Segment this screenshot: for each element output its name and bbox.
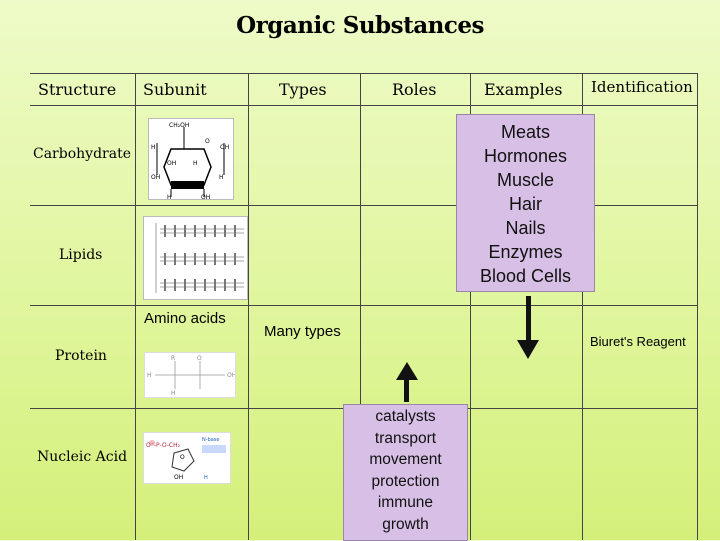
glucose-structure-image: CH₂OH O H OH OH H OH H H OH <box>148 118 234 200</box>
col-divider-1 <box>135 73 136 540</box>
row-divider-1 <box>30 205 698 206</box>
protein-identification: Biuret's Reagent <box>590 334 686 349</box>
protein-subunit: Amino acids <box>144 310 226 327</box>
svg-text:O: O <box>180 454 185 461</box>
list-item: transport <box>374 429 437 447</box>
svg-text:O: O <box>197 355 202 362</box>
list-item: growth <box>382 515 429 533</box>
svg-text:OH: OH <box>174 474 183 481</box>
row-label-lipids: Lipids <box>59 247 103 263</box>
row-label-protein: Protein <box>55 348 107 364</box>
row-label-carbohydrate: Carbohydrate <box>33 146 131 162</box>
lipid-structure-image <box>143 216 248 300</box>
svg-text:H: H <box>171 390 176 397</box>
svg-text:OH: OH <box>201 194 210 199</box>
row-divider-2 <box>30 305 698 306</box>
list-item: immune <box>377 494 434 511</box>
header-structure: Structure <box>38 80 117 99</box>
list-item: Nails <box>505 218 546 238</box>
list-item: Hair <box>508 194 542 214</box>
list-item: Hormones <box>483 146 568 166</box>
table-border-top <box>30 73 698 74</box>
list-item: Meats <box>500 122 551 142</box>
col-divider-6 <box>697 73 698 540</box>
svg-text:H: H <box>219 174 224 181</box>
header-examples: Examples <box>484 80 563 99</box>
list-item: Muscle <box>496 170 554 190</box>
list-item: Enzymes <box>488 242 563 262</box>
col-divider-2 <box>248 73 249 540</box>
header-identification: Identification <box>591 78 693 96</box>
list-item: catalysts <box>375 408 436 425</box>
header-types: Types <box>279 80 327 99</box>
svg-text:CH₂OH: CH₂OH <box>169 122 189 129</box>
col-divider-5 <box>582 73 583 540</box>
amino-acid-structure-image: H R H O OH <box>144 352 236 398</box>
list-item: movement <box>369 451 442 468</box>
svg-text:H: H <box>167 194 172 199</box>
row-label-nucleic-acid: Nucleic Acid <box>37 449 128 465</box>
svg-text:H: H <box>151 144 156 151</box>
svg-text:OH: OH <box>167 160 176 167</box>
header-roles: Roles <box>392 80 437 99</box>
col-divider-4 <box>470 73 471 540</box>
list-item: Blood Cells <box>479 266 572 286</box>
header-divider <box>30 105 698 106</box>
protein-types: Many types <box>264 323 341 340</box>
svg-text:OH: OH <box>151 174 160 181</box>
list-item: protection <box>371 472 440 490</box>
col-divider-3 <box>360 73 361 540</box>
nucleotide-structure-image: O⁻-P-O-CH₂ O N-base OH H <box>143 432 231 484</box>
svg-text:O: O <box>205 138 210 145</box>
page-title: Organic Substances <box>236 12 484 39</box>
roles-box: catalysts transport movement protection … <box>343 404 468 541</box>
header-subunit: Subunit <box>143 80 207 99</box>
svg-text:H: H <box>193 160 198 167</box>
svg-text:H: H <box>204 475 208 481</box>
svg-text:O⁻-P-O-CH₂: O⁻-P-O-CH₂ <box>146 442 181 449</box>
examples-box: Meats Hormones Muscle Hair Nails Enzymes… <box>456 114 595 292</box>
svg-text:H: H <box>147 372 152 379</box>
svg-text:N-base: N-base <box>202 437 219 443</box>
svg-text:OH: OH <box>227 372 235 379</box>
svg-text:OH: OH <box>220 144 229 151</box>
svg-text:R: R <box>171 355 175 362</box>
